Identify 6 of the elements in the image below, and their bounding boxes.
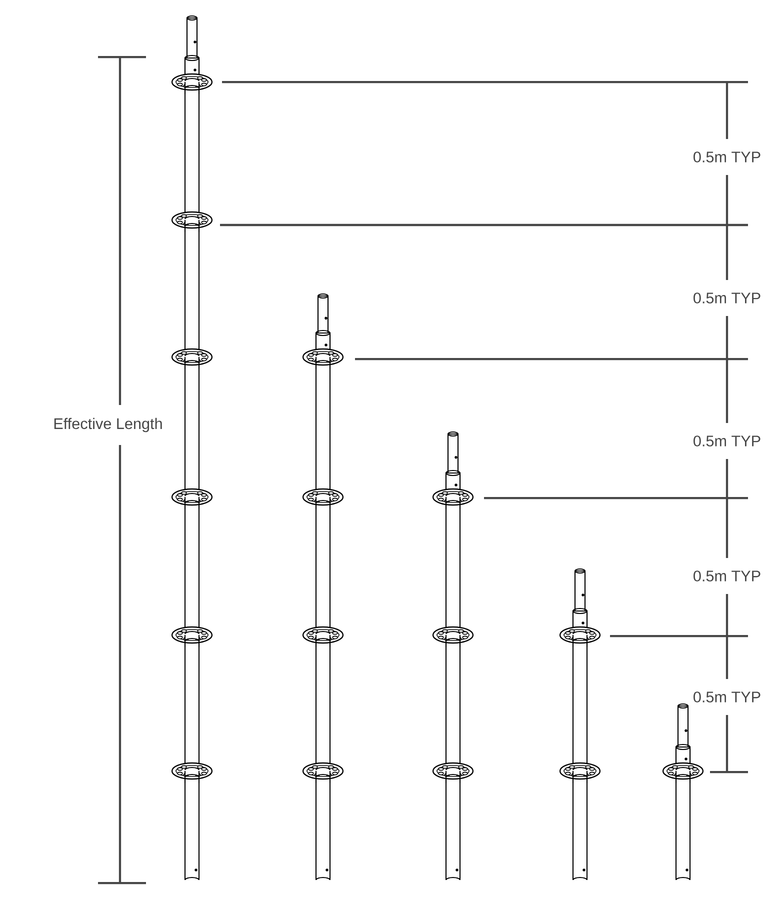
dimension-label: 0.5m TYP [694, 692, 760, 702]
length-label: Effective Length [54, 418, 162, 432]
dimension-label: 0.5m TYP [694, 292, 760, 304]
dimension-label: 0.5m TYP [694, 436, 760, 446]
dimension-label: 0.5m TYP [694, 152, 760, 162]
dimension-label: 0.5m TYP [694, 570, 760, 582]
